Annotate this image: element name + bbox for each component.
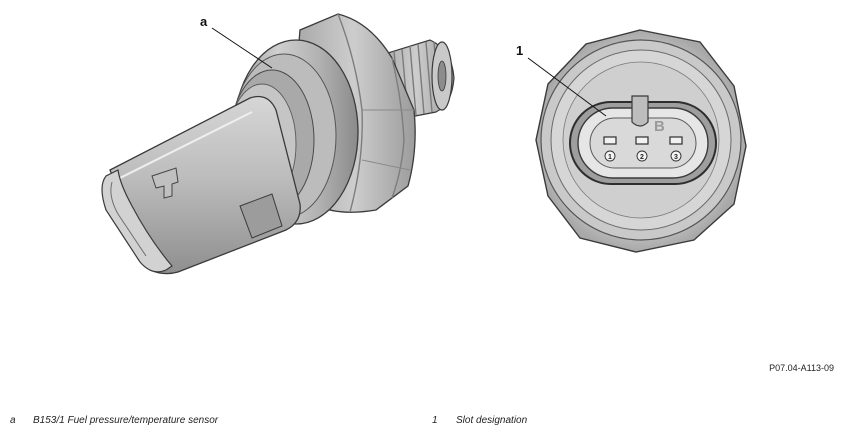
connector-code: B (654, 118, 665, 135)
figure-reference-code: P07.04-A113-09 (769, 363, 834, 373)
pin-3: 3 (669, 136, 683, 162)
sensor-illustration: a B 1 2 (101, 13, 747, 275)
callout-a-label: a (200, 14, 208, 29)
pin-1: 1 (603, 136, 617, 162)
sensor-front-view: B 1 2 3 1 (516, 29, 747, 253)
callout-a: a (200, 14, 273, 69)
connector-body (101, 95, 301, 275)
pin-2-label: 2 (640, 154, 644, 161)
legend-key: a (10, 415, 16, 426)
legend-text: B153/1 Fuel pressure/temperature sensor (33, 415, 219, 426)
pin-3-label: 3 (674, 154, 678, 161)
legend-text: Slot designation (456, 415, 528, 426)
pin-1-label: 1 (608, 154, 612, 161)
pin-2: 2 (635, 136, 649, 162)
callout-1: 1 (516, 43, 607, 117)
legend-key: 1 (432, 415, 438, 426)
callout-1-label: 1 (516, 43, 523, 58)
sensor-side-view: a (101, 13, 455, 275)
